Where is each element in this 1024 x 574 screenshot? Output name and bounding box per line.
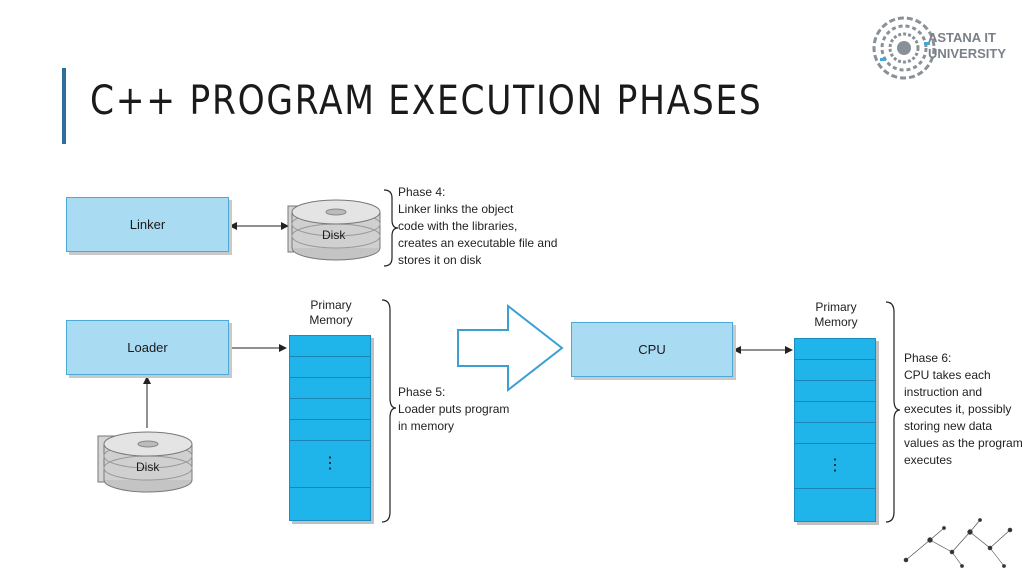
linker-box: Linker: [66, 197, 229, 252]
logo-line-2: UNIVERSITY: [928, 46, 1007, 61]
transition-arrow: [457, 303, 564, 393]
phase6-note-line: storing new data: [904, 419, 993, 433]
memory-label-phase5: Primary Memory: [296, 298, 366, 328]
memory-cell: [290, 488, 370, 508]
network-decoration: [903, 518, 1013, 568]
memory-ellipsis: ⋮: [827, 457, 843, 474]
phase6-note-line: Phase 6:: [904, 351, 952, 365]
disk-icon-phase5: [97, 431, 193, 493]
memory-label-phase6: Primary Memory: [801, 300, 871, 330]
disk-icon-phase4: [287, 199, 381, 261]
disk-label-phase5: Disk: [136, 460, 160, 474]
memory-cell: [290, 357, 370, 378]
cpu-label: CPU: [638, 342, 666, 357]
primary-memory-phase5: ⋮: [289, 335, 371, 521]
memory-cell: [290, 399, 370, 420]
phase5-note: Phase 5: Loader puts program in memory: [398, 384, 509, 435]
phase6-brace: [885, 301, 901, 523]
university-logo: [872, 16, 936, 80]
phase5-brace: [381, 299, 397, 523]
memory-cell: [795, 381, 875, 402]
phase6-note-line: CPU takes each: [904, 368, 991, 382]
disk-label-phase4: Disk: [322, 228, 346, 242]
logo-line-1: ASTANA IT: [928, 30, 996, 45]
memory-cell: [795, 360, 875, 381]
phase4-note-line: creates an executable file and: [398, 236, 558, 250]
memory-cell: [795, 402, 875, 423]
phase6-note: Phase 6: CPU takes each instruction and …: [904, 350, 1023, 469]
phase5-note-line: in memory: [398, 419, 455, 433]
memory-cell: [290, 336, 370, 357]
memory-label-line: Primary: [815, 300, 857, 314]
memory-cell: [795, 423, 875, 444]
loader-label: Loader: [127, 340, 168, 355]
memory-cell: [290, 420, 370, 441]
phase4-note-line: code with the libraries,: [398, 219, 518, 233]
loader-box: Loader: [66, 320, 229, 375]
phase4-note: Phase 4: Linker links the object code wi…: [398, 184, 557, 269]
memory-label-line: Primary: [310, 298, 352, 312]
cpu-box: CPU: [571, 322, 733, 377]
memory-cell: [290, 378, 370, 399]
phase6-note-line: values as the program: [904, 436, 1023, 450]
memory-cell: [795, 489, 875, 509]
primary-memory-phase6: ⋮: [794, 338, 876, 522]
logo-text: ASTANA IT UNIVERSITY: [928, 30, 1006, 62]
phase4-note-line: Phase 4:: [398, 185, 446, 199]
memory-cell: [795, 339, 875, 360]
linker-label: Linker: [129, 217, 166, 232]
phase6-note-line: executes it, possibly: [904, 402, 1012, 416]
phase4-note-line: Linker links the object: [398, 202, 514, 216]
memory-cell: ⋮: [795, 444, 875, 489]
memory-cell: ⋮: [290, 441, 370, 488]
phase5-note-line: Phase 5:: [398, 385, 446, 399]
phase4-brace: [383, 189, 399, 267]
phase4-note-line: stores it on disk: [398, 253, 482, 267]
memory-label-line: Memory: [814, 315, 858, 329]
phase5-note-line: Loader puts program: [398, 402, 510, 416]
page-title: C++ PROGRAM EXECUTION PHASES: [90, 78, 763, 124]
phase6-note-line: instruction and: [904, 385, 983, 399]
phase6-note-line: executes: [904, 453, 953, 467]
title-accent-bar: [62, 68, 66, 144]
memory-ellipsis: ⋮: [322, 455, 338, 472]
memory-label-line: Memory: [309, 313, 353, 327]
